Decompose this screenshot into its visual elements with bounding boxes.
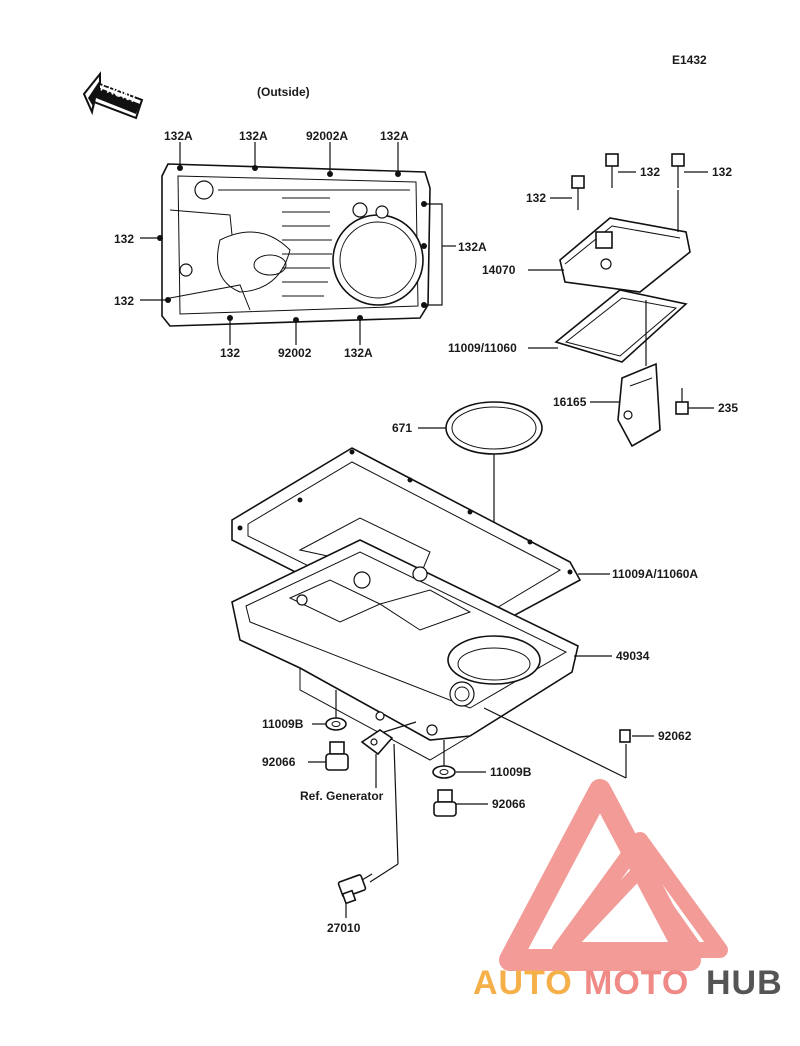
label-11009A-11060A: 11009A/11060A: [612, 567, 698, 581]
label-92062: 92062: [658, 729, 692, 743]
bracket-16165: [617, 362, 661, 448]
gasket-11009-11060: [554, 289, 688, 363]
label-11009B-right: 11009B: [490, 765, 532, 779]
bolt-132-a: [571, 175, 585, 210]
cover-plate-outside: [157, 163, 431, 327]
washer-11009B-left: [325, 717, 347, 731]
label-132-left-bottom: 132: [114, 294, 134, 308]
label-132-bolt-c: 132: [712, 165, 732, 179]
label-132-bolt-b: 132: [640, 165, 660, 179]
label-ref-generator: Ref. Generator: [300, 789, 384, 803]
watermark-auto: AUTO: [473, 964, 573, 1002]
generator-clamp: [360, 729, 394, 756]
label-11009-11060: 11009/11060: [448, 341, 517, 355]
label-132A-right: 132A: [458, 240, 487, 254]
oil-pan-49034: [231, 539, 579, 761]
baffle-cover-14070: [559, 217, 691, 293]
front-arrow-icon: FRONT: [82, 71, 144, 120]
label-132-bolt-a: 132: [526, 191, 546, 205]
bolt-235: [675, 388, 689, 415]
label-16165: 16165: [553, 395, 587, 409]
label-671: 671: [392, 421, 412, 435]
label-14070: 14070: [482, 263, 516, 277]
diagram-code: E1432: [672, 53, 707, 67]
plug-92062: [619, 729, 631, 743]
pressure-switch-27010: [337, 873, 373, 905]
oil-pan-gasket: [231, 447, 582, 651]
label-27010: 27010: [327, 921, 361, 935]
drain-plug-92066-right: [433, 789, 457, 817]
cover-slots: [218, 189, 410, 297]
label-132-left-top: 132: [114, 232, 134, 246]
o-ring-671: [445, 401, 543, 455]
watermark-wordmark: AUTO MOTO HUB: [473, 964, 783, 1002]
bolt-132-c: [671, 153, 685, 188]
label-132A-2: 132A: [239, 129, 268, 143]
label-92002A: 92002A: [306, 129, 348, 143]
watermark-hub: HUB: [706, 964, 783, 1002]
drain-plug-92066-left: [325, 741, 349, 771]
label-235: 235: [718, 401, 738, 415]
label-132-bottom: 132: [220, 346, 240, 360]
label-132A-bottom: 132A: [344, 346, 373, 360]
label-92066-left: 92066: [262, 755, 296, 769]
view-label: (Outside): [257, 85, 310, 99]
watermark-moto: MOTO: [584, 964, 689, 1002]
label-92066-right: 92066: [492, 797, 526, 811]
label-92002: 92002: [278, 346, 312, 360]
watermark-logo-icon: [499, 779, 728, 971]
label-132A-1: 132A: [164, 129, 193, 143]
label-132A-3: 132A: [380, 129, 409, 143]
washer-11009B-right: [432, 765, 456, 779]
bolt-132-b: [605, 153, 619, 188]
label-49034: 49034: [616, 649, 650, 663]
label-11009B-left: 11009B: [262, 717, 304, 731]
